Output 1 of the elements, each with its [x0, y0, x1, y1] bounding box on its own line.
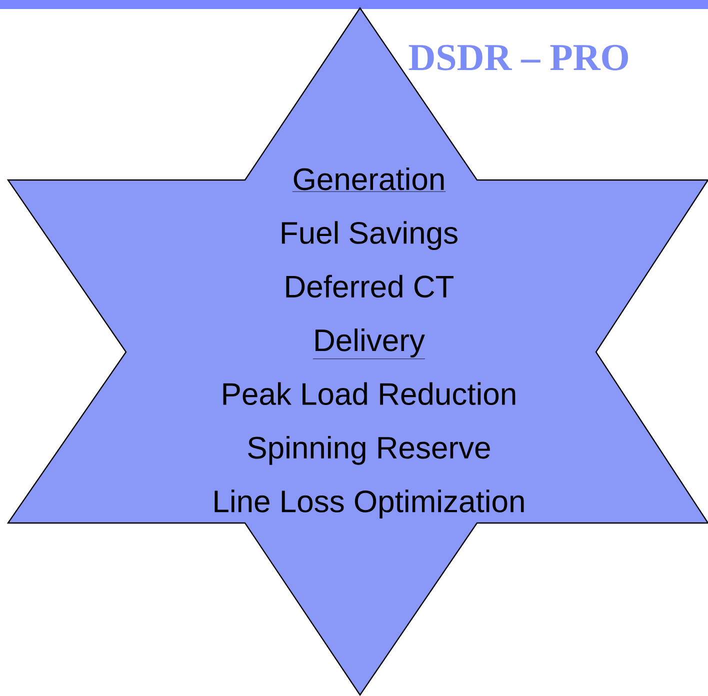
slide-title: DSDR – PRO — [408, 44, 628, 70]
